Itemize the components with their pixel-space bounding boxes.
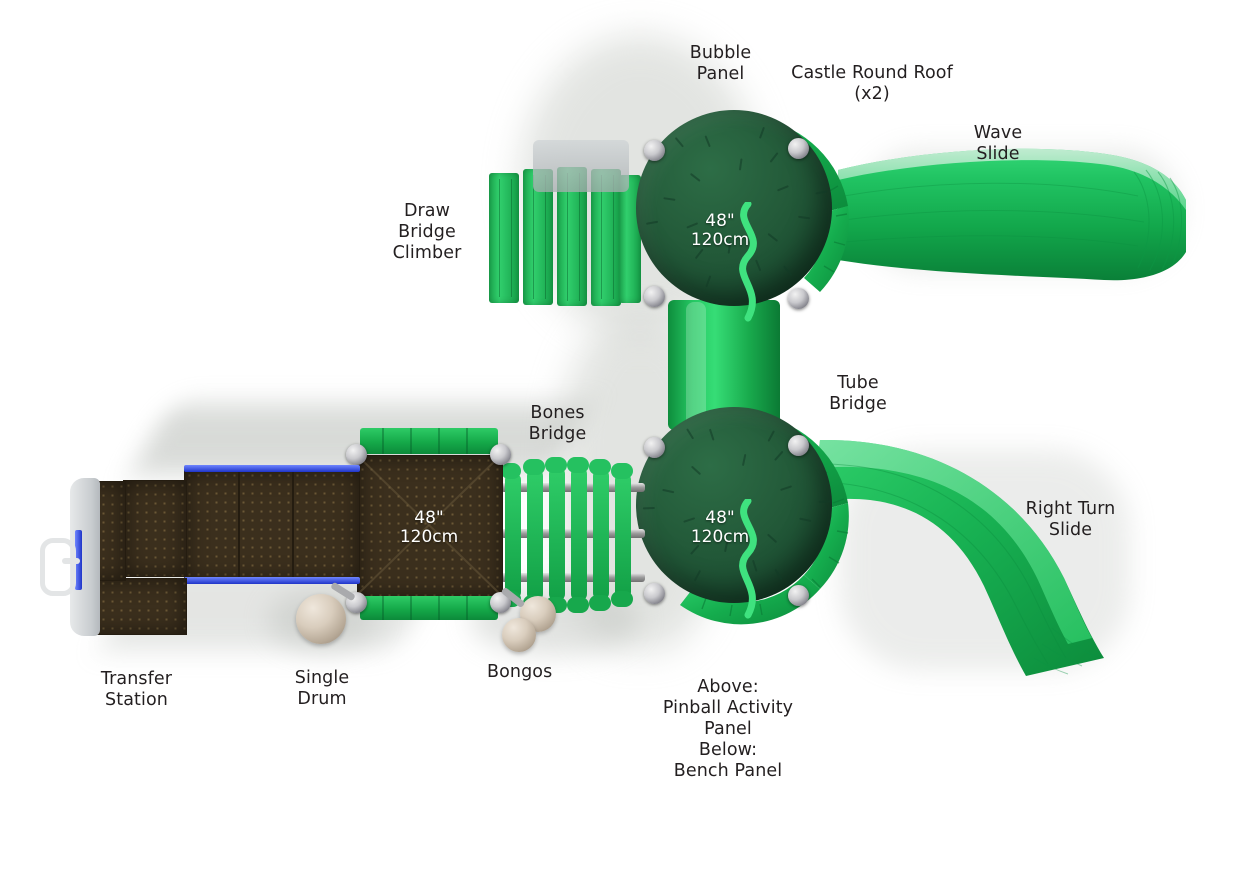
roof-post-cap	[640, 583, 669, 604]
deck-height-marker-main: 48" 120cm	[369, 509, 489, 547]
bones-bridge-rung	[505, 473, 521, 599]
bones-bridge-rung	[593, 469, 609, 600]
label-single-drum: Single Drum	[294, 668, 350, 709]
deck-height-marker-upper-roof: 48" 120cm	[660, 212, 780, 250]
deck-height-marker-lower-roof: 48" 120cm	[660, 509, 780, 547]
draw-bridge-plank	[489, 173, 519, 303]
deck-post-cap	[486, 444, 515, 465]
label-bones-bridge: Bones Bridge	[528, 403, 587, 444]
bones-bridge	[497, 455, 647, 615]
label-pinball-bench-panel: Above: Pinball Activity Panel Below: Ben…	[662, 677, 794, 781]
label-tube-bridge: Tube Bridge	[829, 373, 887, 414]
transfer-station-handle-bar	[62, 558, 80, 564]
castle-round-roof-lower	[620, 393, 870, 643]
deck-railing-top	[184, 465, 360, 472]
bench-panel	[360, 596, 498, 620]
right-turn-slide	[812, 430, 1132, 680]
deck-railing-bottom	[184, 577, 360, 584]
height-metric: 120cm	[399, 527, 459, 547]
deck-post-cap	[342, 444, 371, 465]
label-castle-round-roof: Castle Round Roof (x2)	[791, 63, 953, 104]
label-bubble-panel: Bubble Panel	[689, 43, 752, 84]
height-metric: 120cm	[690, 527, 750, 547]
label-right-turn-slide: Right Turn Slide	[1025, 499, 1116, 540]
single-drum	[296, 594, 346, 644]
transfer-station-handle	[40, 538, 76, 596]
label-bongos: Bongos	[487, 662, 553, 682]
roof-post-cap	[784, 288, 813, 309]
bubble-panel	[533, 140, 629, 192]
walkway-deck	[184, 470, 360, 582]
tube-bridge-highlight	[686, 302, 706, 428]
bones-bridge-rung	[549, 467, 565, 601]
bones-bridge-rung	[527, 469, 543, 601]
draw-bridge-plank	[619, 175, 641, 303]
roof-post-cap	[640, 437, 669, 458]
height-imperial: 48"	[705, 508, 735, 528]
wave-slide	[838, 140, 1190, 290]
roof-post-cap	[784, 138, 813, 159]
roof-post-cap	[784, 585, 813, 606]
castle-round-roof-upper	[620, 96, 870, 346]
bones-bridge-rung	[615, 473, 631, 599]
label-transfer-station: Transfer Station	[100, 669, 173, 710]
roof-post-cap	[784, 435, 813, 456]
height-imperial: 48"	[414, 508, 444, 528]
roof-post-cap	[640, 140, 669, 161]
height-metric: 120cm	[690, 230, 750, 250]
bones-bridge-rung	[571, 467, 587, 601]
transfer-deck-upper	[123, 480, 187, 577]
label-wave-slide: Wave Slide	[973, 123, 1023, 164]
deck-post-cap	[486, 592, 515, 613]
roof-post-cap	[640, 286, 669, 307]
pinball-activity-panel	[360, 428, 498, 454]
main-deck-diagonals	[358, 456, 500, 594]
label-draw-bridge-climber: Draw Bridge Climber	[392, 201, 462, 263]
height-imperial: 48"	[705, 211, 735, 231]
bongo-drum	[502, 618, 536, 652]
